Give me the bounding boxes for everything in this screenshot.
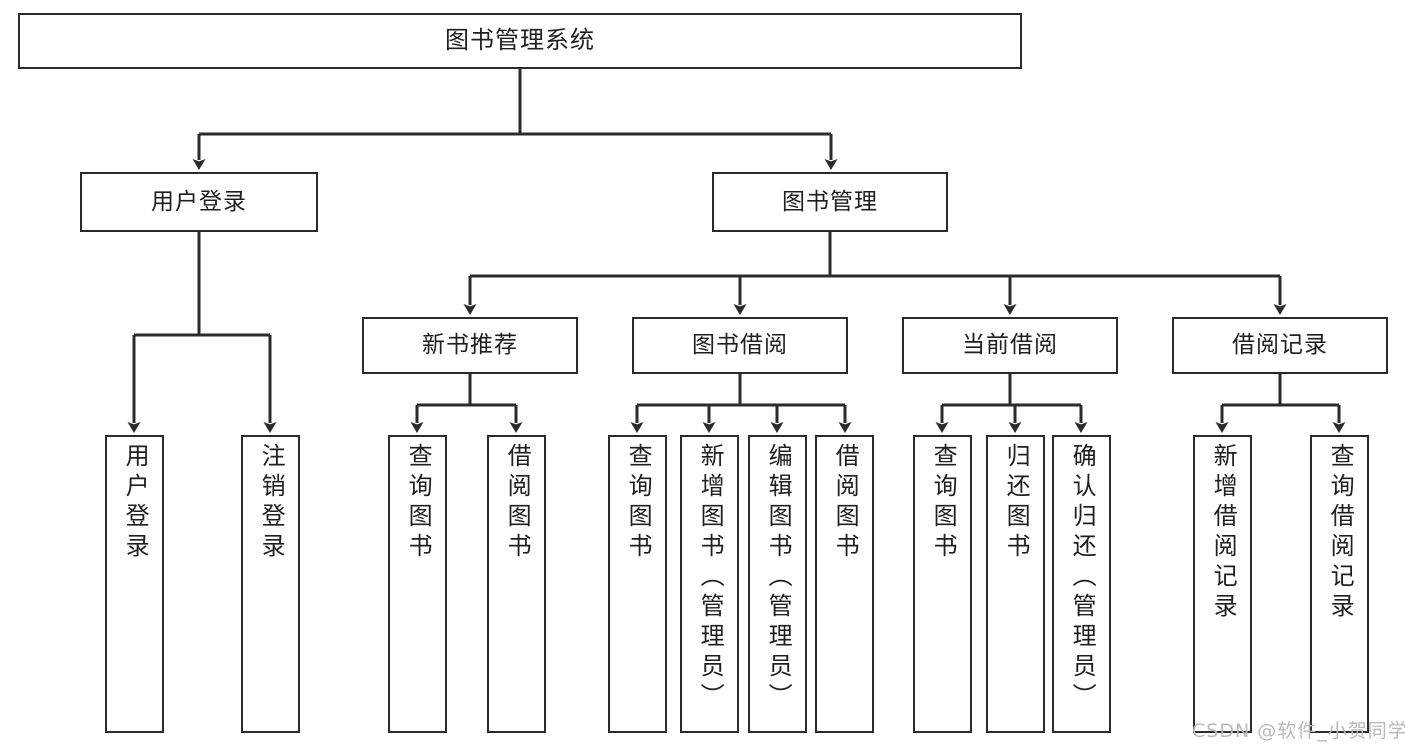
node-leaf-query-record-label: 查询借阅记录 (1326, 443, 1355, 623)
node-leaf-user-login[interactable]: 用户登录 (105, 435, 164, 733)
node-leaf-return-book[interactable]: 归还图书 (986, 435, 1045, 733)
node-leaf-query-book-3-label: 查询图书 (929, 443, 958, 563)
node-user-login-label: 用户登录 (151, 188, 247, 215)
node-leaf-add-record-label: 新增借阅记录 (1209, 443, 1238, 623)
node-leaf-edit-book-label: 编辑图书（管理员） (764, 443, 793, 713)
node-book-manage-label: 图书管理 (782, 188, 878, 215)
node-new-book-recommend-label: 新书推荐 (422, 332, 518, 359)
node-leaf-borrow-book-2[interactable]: 借阅图书 (815, 435, 874, 733)
node-root-label: 图书管理系统 (445, 26, 595, 55)
node-leaf-return-book-label: 归还图书 (1002, 443, 1031, 563)
node-leaf-edit-book[interactable]: 编辑图书（管理员） (748, 435, 807, 733)
node-leaf-borrow-book-2-label: 借阅图书 (831, 443, 860, 563)
node-leaf-add-record[interactable]: 新增借阅记录 (1193, 435, 1252, 733)
node-leaf-user-login-label: 用户登录 (121, 443, 150, 563)
node-current-borrow[interactable]: 当前借阅 (902, 317, 1118, 374)
node-leaf-query-book-1-label: 查询图书 (404, 443, 433, 563)
node-leaf-borrow-book-1[interactable]: 借阅图书 (487, 435, 546, 733)
node-leaf-confirm-return[interactable]: 确认归还（管理员） (1052, 435, 1111, 733)
node-leaf-add-book[interactable]: 新增图书（管理员） (680, 435, 739, 733)
node-leaf-query-book-1[interactable]: 查询图书 (388, 435, 447, 733)
node-leaf-query-record[interactable]: 查询借阅记录 (1310, 435, 1369, 733)
node-book-borrow-label: 图书借阅 (692, 332, 788, 359)
node-leaf-borrow-book-1-label: 借阅图书 (503, 443, 532, 563)
node-leaf-query-book-3[interactable]: 查询图书 (913, 435, 972, 733)
node-borrow-record-label: 借阅记录 (1232, 332, 1328, 359)
node-user-login[interactable]: 用户登录 (80, 172, 318, 232)
node-leaf-confirm-return-label: 确认归还（管理员） (1068, 443, 1097, 713)
node-current-borrow-label: 当前借阅 (962, 332, 1058, 359)
node-leaf-logout[interactable]: 注销登录 (241, 435, 300, 733)
csdn-watermark: CSDN @软件_小贺同学 (1192, 720, 1405, 742)
node-leaf-logout-label: 注销登录 (257, 443, 286, 563)
node-leaf-query-book-2[interactable]: 查询图书 (608, 435, 667, 733)
node-root-system[interactable]: 图书管理系统 (18, 13, 1022, 69)
node-leaf-add-book-label: 新增图书（管理员） (696, 443, 725, 713)
node-book-borrow[interactable]: 图书借阅 (632, 317, 848, 374)
node-book-manage[interactable]: 图书管理 (712, 172, 948, 232)
node-new-book-recommend[interactable]: 新书推荐 (362, 317, 578, 374)
node-borrow-record[interactable]: 借阅记录 (1172, 317, 1388, 374)
node-leaf-query-book-2-label: 查询图书 (624, 443, 653, 563)
